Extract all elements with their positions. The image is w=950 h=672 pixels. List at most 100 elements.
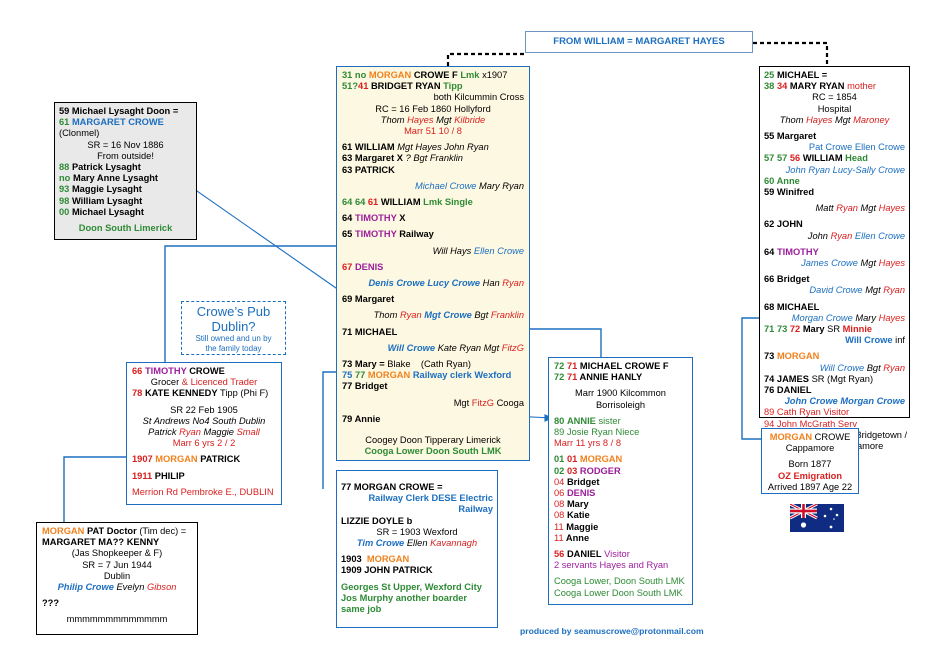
- groom-year: 72: [554, 361, 565, 371]
- relative-niece: 89 Josie Ryan Niece: [554, 427, 640, 438]
- lysaght-origin: (Clonmel): [59, 128, 100, 139]
- mother-year: 38: [764, 81, 775, 92]
- parents-marriage-place: Hospital: [817, 103, 852, 114]
- child-bridget: 77 Bridget: [342, 381, 388, 392]
- child-year: 64: [354, 197, 366, 208]
- timothy-occupation: Grocer: [150, 377, 180, 388]
- child-name: RODGER: [579, 465, 621, 476]
- child-year-alt: 01: [566, 454, 578, 465]
- australian-flag-icon: [790, 504, 844, 532]
- child-occupation: Railway clerk Wexford: [412, 370, 512, 381]
- child-year: 75: [342, 370, 353, 381]
- child-year: 71: [764, 324, 775, 335]
- child-margaret-2: 69 Margaret: [342, 294, 395, 305]
- child-annie: 79 Annie: [342, 413, 381, 424]
- child-year: 65: [342, 229, 353, 240]
- sponsor-1: Morgan Crowe: [791, 312, 853, 323]
- child-name: Bridget: [566, 476, 600, 487]
- father-name: MORGAN: [368, 70, 412, 80]
- parents-marr-yrs: Marr 51 10 / 8: [404, 126, 462, 137]
- sponsor-2-surname: Ryan: [883, 362, 905, 373]
- child-mary: Mary: [802, 324, 825, 335]
- witness-2: Mgt: [436, 114, 452, 125]
- child-year: 57: [764, 153, 775, 164]
- sponsor-2: Mgt: [865, 285, 881, 296]
- witness-2-surname: Maroney: [853, 114, 890, 125]
- hanly-marr-yrs: Marr 11 yrs 8 / 8: [554, 438, 621, 449]
- visitor-note: Visitor: [604, 549, 630, 560]
- footer-credit: produced by seamuscrowe@protonmail.com: [520, 626, 704, 636]
- doctor-box: MORGAN PAT Doctor (Tim dec) = MARGARET M…: [36, 522, 198, 635]
- sponsor-3: Bgt: [474, 310, 489, 321]
- sponsor-1: Will Crowe: [819, 362, 865, 373]
- child-year: 02: [554, 465, 565, 476]
- child-year: 08: [554, 499, 565, 510]
- wexford-groom: 77 MORGAN CROWE =: [341, 482, 443, 492]
- emigrant-birth: Born 1877: [788, 459, 832, 470]
- sponsor-1: Michael Crowe: [414, 180, 477, 191]
- main-family-box: 31 no MORGAN CROWE F Lmk x1907 51?41 BRI…: [336, 66, 530, 461]
- lysaght-kid-name: Mary Anne Lysaght: [72, 173, 159, 184]
- spouse-year: 78: [132, 388, 143, 399]
- mother-year: 51?: [342, 81, 359, 92]
- father-year: 25: [764, 70, 775, 80]
- child-name: DENIS: [566, 488, 596, 499]
- child-sponsors: ? Bgt Franklin: [405, 153, 463, 164]
- doctor-witness-2-surname: Gibson: [146, 582, 177, 593]
- timothy-trade: & Licenced Trader: [181, 377, 258, 388]
- lysaght-spouse: MARGARET CROWE: [71, 117, 164, 128]
- child-william: 61 WILLIAM: [342, 142, 395, 153]
- child-morgan: MORGAN: [776, 351, 820, 362]
- child-anne: 60 Anne: [764, 175, 800, 186]
- sponsor-2: Mary Ryan: [479, 180, 524, 191]
- doctor-spouse-father: (Jas Shopkeeper & F): [71, 548, 163, 559]
- mother-year-alt: 41: [358, 81, 369, 92]
- pub-note-line-2: the family today: [205, 343, 262, 353]
- groom-year-alt: 71: [566, 361, 578, 371]
- visitor: 89 Cath Ryan Visitor: [764, 407, 850, 418]
- child-year: 64: [342, 213, 353, 224]
- witness-1-surname: Hayes: [407, 114, 434, 125]
- wexford-note: Jos Murphy another boarder: [341, 592, 468, 603]
- lysaght-note: From outside!: [97, 150, 154, 161]
- hanly-place-2: Cooga Lower Doon South LMK: [554, 587, 683, 598]
- child-year-alt-2: 72: [789, 324, 801, 335]
- child-year: 06: [554, 488, 565, 499]
- child-name: Mary: [566, 499, 589, 510]
- child-name: MORGAN: [579, 454, 623, 465]
- doctor-title: PAT Doctor: [86, 526, 137, 536]
- pub-note-line-1: Still owned and un by: [195, 334, 272, 343]
- child-year: 1903: [341, 554, 362, 565]
- relative-note: sister: [598, 415, 621, 426]
- child-james: 74 JAMES: [764, 373, 809, 384]
- child-name: Maggie: [566, 521, 599, 532]
- bride-year-alt: 71: [566, 372, 578, 383]
- child-year: 1907: [132, 454, 153, 465]
- sponsor-2: Mgt: [860, 203, 877, 214]
- witness-2: Maggie: [203, 427, 234, 438]
- timothy-year: 66: [132, 366, 143, 376]
- groom-name: MICHAEL CROWE F: [579, 361, 669, 371]
- sponsor-2: Bgt: [866, 362, 881, 373]
- child-denis: DENIS: [354, 261, 384, 272]
- sponsor: Will Crowe: [845, 335, 893, 346]
- lysaght-kid-name: Patrick Lysaght: [71, 162, 141, 173]
- sponsor-2: Mary: [855, 312, 877, 323]
- bride-year: 72: [554, 372, 565, 383]
- timothy-box: 66 TIMOTHY CROWE Grocer & Licenced Trade…: [126, 362, 282, 505]
- child-margaret: 63 Margaret X: [342, 153, 403, 164]
- parents-marriage: RC = 16 Feb 1860 Hollyford: [375, 103, 491, 114]
- child-name: Katie: [566, 510, 590, 521]
- lysaght-box: 59 Michael Lysaght Doon = 61 MARGARET CR…: [54, 102, 197, 240]
- doctor-unknown: ???: [42, 598, 60, 609]
- child-year-alt: 57: [776, 153, 788, 164]
- spouse-origin: Tipp (Phi F): [220, 388, 269, 399]
- sponsor-3-surname: Ryan: [502, 278, 524, 289]
- sponsor-note: inf: [895, 335, 905, 346]
- witness-1: Thom: [779, 114, 804, 125]
- relative-name: ANNIE: [566, 415, 596, 426]
- child-timothy: TIMOTHY: [776, 246, 819, 257]
- child-note: SR (Mgt Ryan): [811, 373, 874, 384]
- doctor-father-note: (Tim dec) =: [139, 526, 187, 536]
- wexford-witness-2-surname: Kavannagh: [430, 538, 478, 549]
